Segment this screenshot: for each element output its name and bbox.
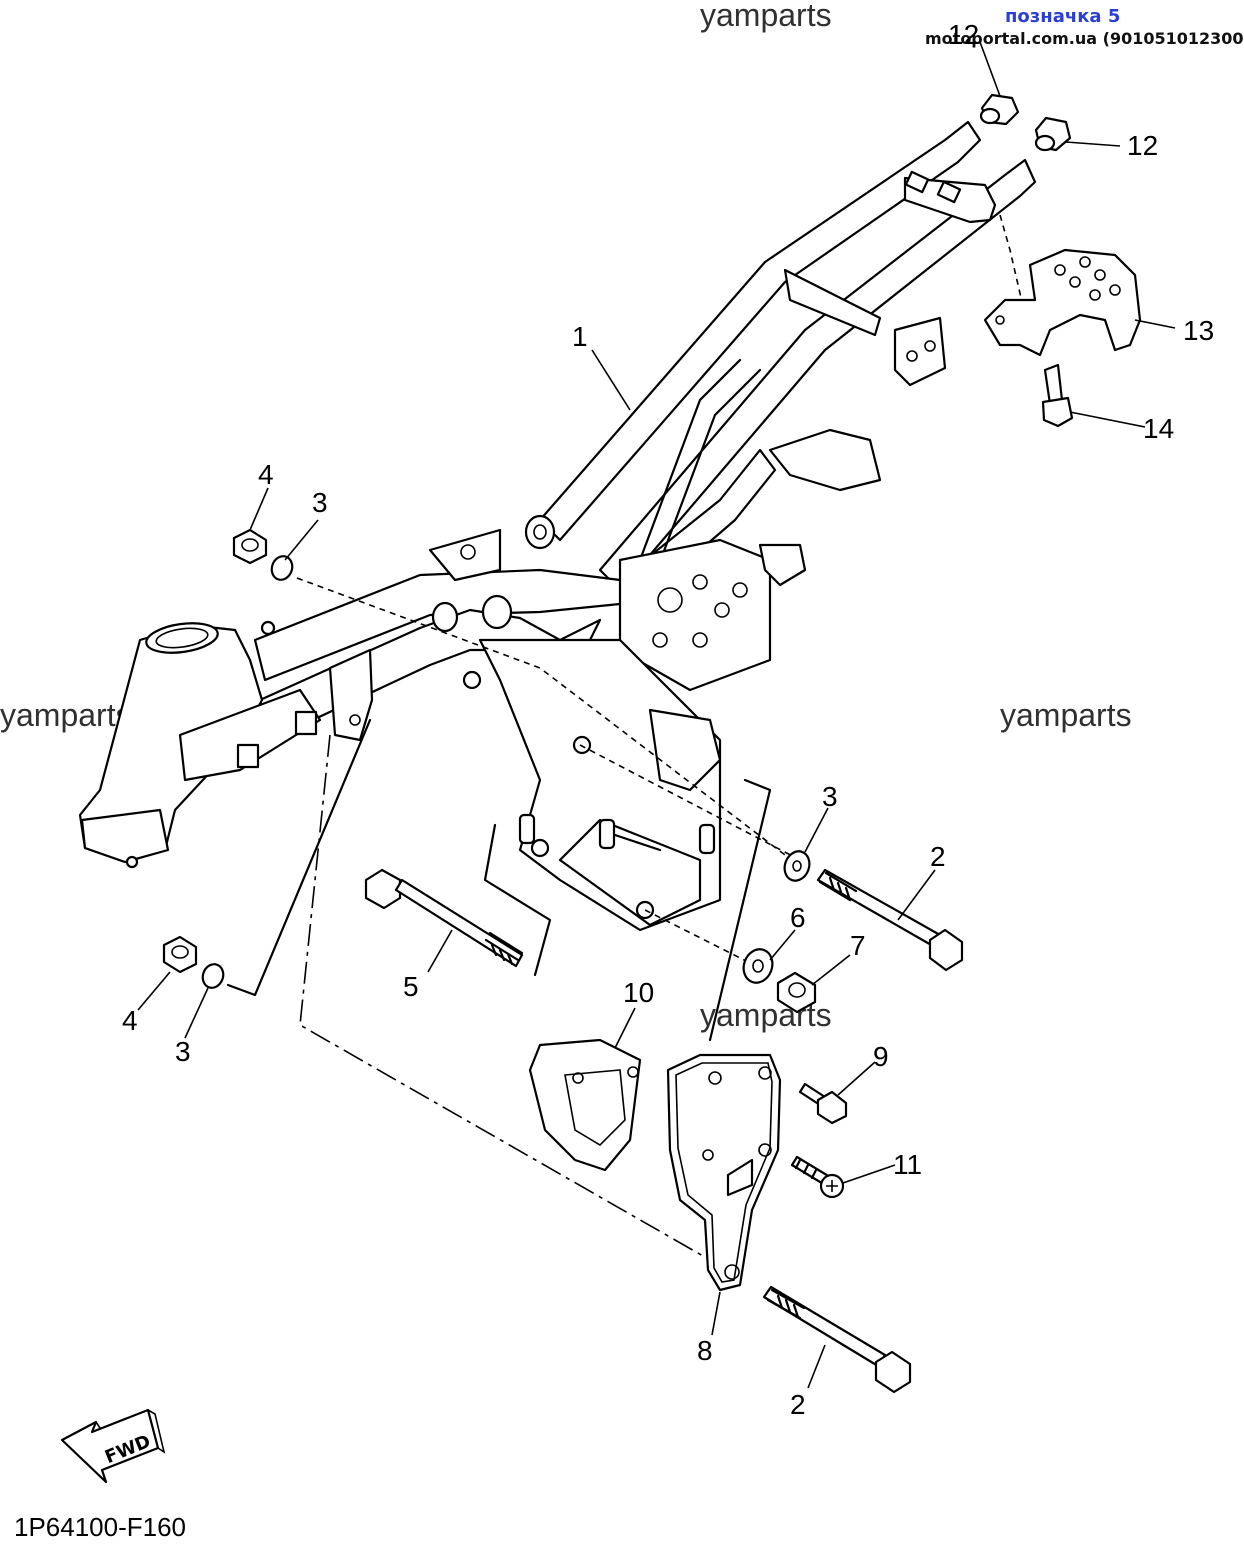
part-11-screw (790, 1155, 845, 1199)
callout-7: 7 (850, 930, 866, 961)
watermark-top: yamparts (700, 0, 832, 33)
part-3-washer-lower (201, 963, 225, 989)
part-12-bushing-a (979, 93, 1020, 126)
callout-2-lower: 2 (790, 1389, 806, 1420)
callout-12-right: 12 (1127, 130, 1158, 161)
part-13-bracket (983, 248, 1142, 357)
part-4-nut-upper (232, 528, 268, 565)
callout-8: 8 (697, 1335, 713, 1366)
part-7-nut (776, 971, 817, 1014)
leader-lines (137, 41, 1176, 1389)
callout-2-upper: 2 (930, 841, 946, 872)
callout-3-lower: 3 (175, 1036, 191, 1067)
part-8-plate (666, 1053, 782, 1292)
callout-13: 13 (1183, 315, 1214, 346)
callout-10: 10 (623, 977, 654, 1008)
fwd-arrow-icon: FWD (60, 1408, 166, 1484)
callout-6: 6 (790, 902, 806, 933)
part-2-bolt-lower (762, 1285, 912, 1394)
header-site-line: motoportal.com.ua (901051012300) (925, 29, 1244, 48)
callout-3-upper: 3 (312, 487, 328, 518)
callout-14: 14 (1143, 413, 1174, 444)
part-6-washer (742, 948, 774, 984)
callout-labels: 1 2 2 3 3 3 4 4 5 6 7 8 9 10 11 12 12 13… (122, 19, 1214, 1420)
callout-3-right: 3 (822, 781, 838, 812)
part-9-bolt (798, 1082, 848, 1125)
part-10-cover (528, 1038, 642, 1172)
watermark-left: yamparts (0, 697, 132, 733)
part-5-bolt (364, 868, 524, 968)
part-3-washer-right (783, 850, 811, 882)
part-4-nut-lower (162, 935, 198, 974)
callout-9: 9 (873, 1041, 889, 1072)
callout-1: 1 (572, 321, 588, 352)
part-2-bolt-upper (816, 868, 964, 972)
callout-5: 5 (403, 971, 419, 1002)
part-14-bolt (1041, 363, 1074, 428)
header-label: позначка 5 (1005, 6, 1120, 27)
callout-4-lower: 4 (122, 1005, 138, 1036)
main-frame (78, 120, 1037, 932)
callout-11: 11 (893, 1149, 922, 1180)
watermark-right: yamparts (1000, 697, 1132, 733)
callout-12-upper: 12 (948, 19, 979, 50)
part-3-washer-upper (270, 555, 294, 581)
reference-lines (226, 214, 1026, 1261)
diagram-code: 1P64100-F160 (14, 1512, 186, 1542)
callout-4-upper: 4 (258, 459, 274, 490)
part-12-bushing-b (1034, 116, 1072, 152)
